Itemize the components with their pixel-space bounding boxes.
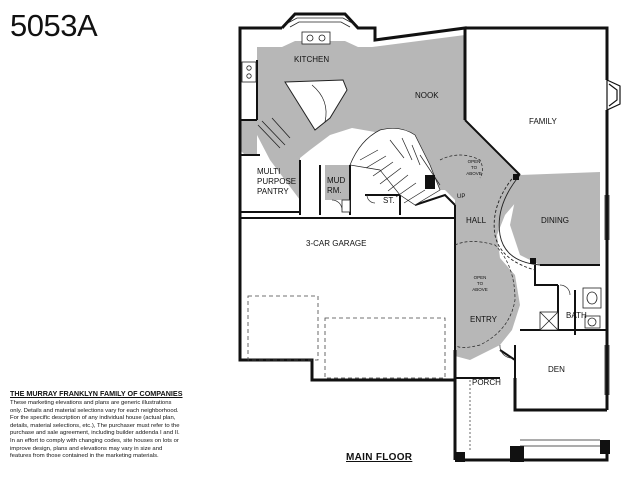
stair-up-label: UP [457,194,465,200]
exterior-walls [238,12,609,462]
plan-code: 5053A [10,8,98,43]
open-to-above-outline [439,154,483,179]
company-title: THE MURRAY FRANKLYN FAMILY OF COMPANIES [10,389,183,398]
disclaimer-line: These marketing elevations and plans are… [10,400,172,406]
kitchen-island [284,79,348,131]
open-to-above-note-1: OPEN [468,159,481,164]
fireplace [606,79,621,111]
open-to-above-note-2: TO [477,281,484,286]
disclaimer-line: For the specific description of any indi… [10,415,176,422]
room-label-den: DEN [548,365,565,374]
room-label-kitchen: KITCHEN [294,55,329,64]
disclaimer-line: only. Details and material selections va… [10,407,179,414]
dining-post [530,258,536,264]
room-label-multi-purpose-2: PURPOSE [257,177,296,186]
room-label-bath: BATH [566,311,587,320]
room-label-family: FAMILY [529,117,558,126]
room-label-garage: 3-CAR GARAGE [306,239,366,248]
company-disclaimer: These marketing elevations and plans are… [10,400,230,461]
floor-title: MAIN FLOOR [346,452,413,463]
room-label-entry: ENTRY [470,315,498,324]
stair-newel [425,175,435,189]
open-to-above-note-2: ABOVE [472,287,488,292]
room-label-hall: HALL [466,216,487,225]
open-to-above-outline [454,241,516,348]
open-to-above-note-1: ABOVE [466,171,482,176]
disclaimer-line: details, material selections, etc.), The… [10,422,180,429]
open-to-above-note-2: OPEN [474,275,487,280]
room-label-nook: NOOK [415,91,439,100]
open-to-above-note-1: TO [471,165,478,170]
pantry-shelves [257,117,291,149]
dining-arc [493,174,541,271]
company-block: THE MURRAY FRANKLYN FAMILY OF COMPANIES … [10,389,230,461]
disclaimer-line: features from those contained in the mar… [10,453,159,460]
staircase [349,128,441,206]
room-label-dining: DINING [541,216,569,225]
door-swings [331,194,571,359]
room-label-storage: ST. [383,196,395,205]
room-label-mud-room-2: RM. [327,186,342,195]
disclaimer-line: In an effort to comply with changing cod… [10,437,179,444]
disclaimer-line: purchase and sale agreement, including b… [10,430,180,437]
porch [455,380,610,462]
dining-post [513,174,519,180]
fixtures [241,31,602,331]
bay-window [285,17,355,28]
window [604,195,610,395]
room-label-multi-purpose-3: PANTRY [257,187,289,196]
room-label-porch: PORCH [472,378,501,387]
disclaimer-line: improve design, plans and elevations may… [10,445,163,452]
garage-doors [247,295,446,379]
room-label-multi-purpose-1: MULTI [257,167,280,176]
room-label-mud-room-1: MUD [327,176,345,185]
